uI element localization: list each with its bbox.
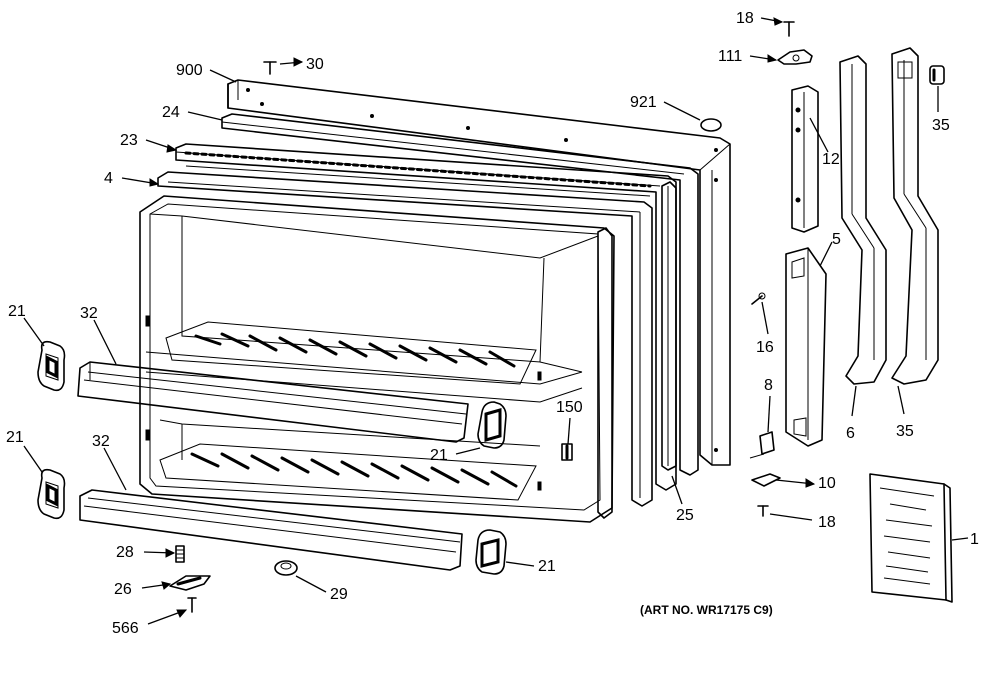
screw-28 bbox=[175, 545, 185, 563]
callout-26: 26 bbox=[114, 581, 132, 598]
end-cap-lower-left bbox=[37, 468, 66, 520]
callout-111: 111 bbox=[718, 48, 742, 65]
clip-10 bbox=[751, 473, 781, 487]
handle-6 bbox=[839, 55, 887, 385]
callout-1: 1 bbox=[970, 531, 979, 548]
instruction-card bbox=[869, 473, 953, 603]
hinge-bracket-12 bbox=[791, 85, 819, 233]
cap-29 bbox=[274, 560, 298, 576]
lower-shelf-bar bbox=[79, 489, 463, 571]
callout-5: 5 bbox=[832, 231, 841, 248]
callout-21-bottom: 21 bbox=[538, 558, 556, 575]
screw-16 bbox=[751, 292, 766, 305]
lower-shelf-ribs bbox=[159, 443, 537, 501]
callout-35-bottom: 35 bbox=[896, 423, 914, 440]
callout-32-upper: 32 bbox=[80, 305, 98, 322]
end-cap-bottom-right bbox=[475, 529, 507, 575]
handle-35 bbox=[891, 47, 939, 385]
screw-18-bottom bbox=[757, 505, 769, 517]
callout-4: 4 bbox=[104, 170, 113, 187]
callout-921: 921 bbox=[630, 94, 657, 111]
callout-10: 10 bbox=[818, 475, 836, 492]
callout-29: 29 bbox=[330, 586, 348, 603]
callout-35-top: 35 bbox=[932, 117, 950, 134]
screw-18-top bbox=[783, 21, 795, 37]
callout-28: 28 bbox=[116, 544, 134, 561]
callout-150: 150 bbox=[556, 399, 583, 416]
callout-8: 8 bbox=[764, 377, 773, 394]
hinge-bracket-5 bbox=[785, 247, 827, 447]
callout-900: 900 bbox=[176, 62, 203, 79]
plug-35-top bbox=[929, 65, 945, 85]
door-liner-frame bbox=[175, 143, 677, 491]
callout-23: 23 bbox=[120, 132, 138, 149]
upper-shelf-bar bbox=[77, 361, 469, 443]
bracket-26 bbox=[169, 575, 211, 591]
stop-8 bbox=[749, 431, 775, 459]
callout-24: 24 bbox=[162, 104, 180, 121]
callout-25: 25 bbox=[676, 507, 694, 524]
leader-lines bbox=[23, 17, 969, 625]
screw-150 bbox=[561, 443, 573, 461]
inner-door-liner bbox=[139, 195, 615, 523]
callout-32-lower: 32 bbox=[92, 433, 110, 450]
callout-18-top: 18 bbox=[736, 10, 754, 27]
door-edge-strip bbox=[597, 181, 677, 519]
art-number-caption: (ART NO. WR17175 C9) bbox=[640, 603, 773, 617]
callout-6: 6 bbox=[846, 425, 855, 442]
callout-12: 12 bbox=[822, 151, 840, 168]
callout-30: 30 bbox=[306, 56, 324, 73]
screw-30 bbox=[263, 61, 277, 75]
screw-566 bbox=[187, 597, 197, 613]
callout-566: 566 bbox=[112, 620, 139, 637]
door-outer-panel bbox=[227, 79, 731, 466]
callout-16: 16 bbox=[756, 339, 774, 356]
plug-921 bbox=[700, 118, 722, 132]
callout-21-lower-left: 21 bbox=[6, 429, 24, 446]
door-gasket bbox=[221, 113, 699, 476]
callout-labels: 18 111 900 30 921 35 24 12 23 4 5 21 32 … bbox=[6, 10, 979, 637]
callout-21-upper-left: 21 bbox=[8, 303, 26, 320]
end-cap-upper-left bbox=[37, 340, 66, 392]
callout-21-mid: 21 bbox=[430, 447, 448, 464]
end-cap-mid-right bbox=[477, 401, 507, 449]
upper-shelf-ribs bbox=[165, 321, 537, 385]
door-seal bbox=[157, 171, 653, 507]
hinge-clip-111 bbox=[777, 49, 813, 65]
leader-arrowheads bbox=[149, 17, 816, 618]
callout-18-bottom: 18 bbox=[818, 514, 836, 531]
